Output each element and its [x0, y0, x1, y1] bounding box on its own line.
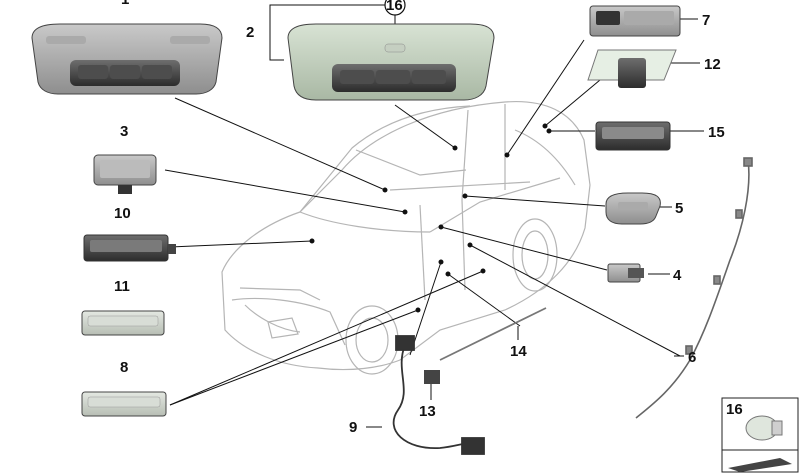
connector-part-13: [424, 370, 440, 384]
callout-1: 1: [121, 0, 129, 8]
lamp-part-8: [81, 391, 167, 417]
callout-15: 15: [708, 124, 725, 141]
lamp-part-15: [595, 121, 671, 151]
callout-circle-16: [384, 0, 406, 16]
callout-6: 6: [688, 349, 696, 366]
callout-5: 5: [675, 200, 683, 217]
roof-console-part-1: [31, 23, 223, 95]
callout-4: 4: [673, 267, 682, 284]
callout-14: 14: [510, 343, 527, 360]
callout-7: 7: [702, 12, 710, 29]
callout-8: 8: [120, 359, 128, 376]
callout-9: 9: [349, 419, 357, 436]
bulb-inset: [721, 397, 799, 473]
rod-part-14: [439, 307, 547, 361]
callout-13: 13: [419, 403, 436, 420]
wiring-strip-part-6: [635, 157, 753, 419]
bracket-2: [269, 4, 284, 61]
callout-12: 12: [704, 56, 721, 73]
lamp-part-10: [83, 234, 176, 262]
lamp-part-11: [81, 310, 165, 336]
roof-console-part-2: [287, 23, 495, 101]
lamp-part-7: [589, 5, 681, 37]
callout-11: 11: [114, 278, 130, 295]
lamp-part-5: [605, 192, 661, 225]
cable-part-9: [392, 335, 485, 455]
lamp-part-3: [93, 154, 157, 194]
callout-16-circled: 16: [386, 0, 403, 14]
callout-3: 3: [120, 123, 128, 140]
lamp-part-12: [587, 49, 677, 88]
callout-16-inset: 16: [726, 401, 743, 418]
leader-lines: [164, 18, 704, 428]
callout-10: 10: [114, 205, 131, 222]
callout-2: 2: [246, 24, 254, 41]
connector-part-4: [607, 263, 644, 283]
